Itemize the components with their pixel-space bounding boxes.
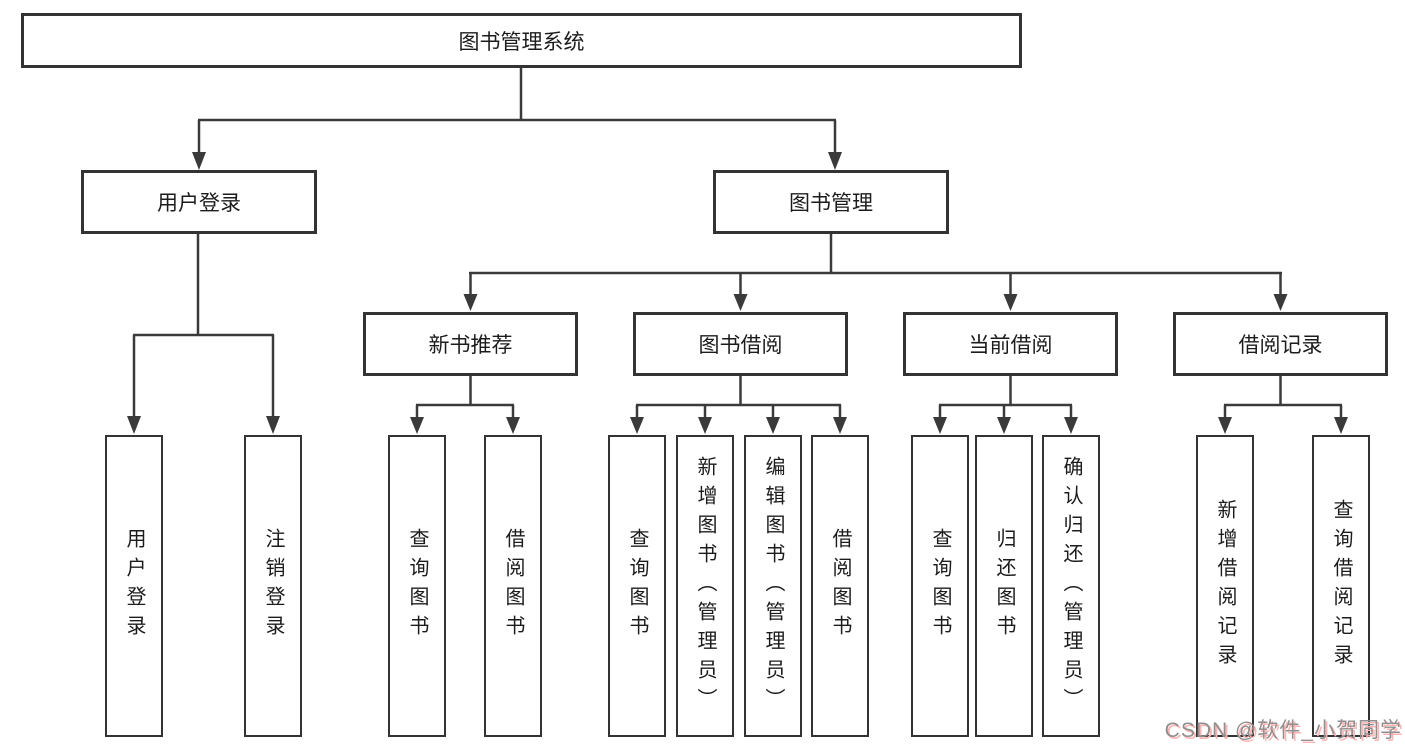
leaf-query-books-current-label: 查询图书 [929,528,951,644]
arrowhead-icon [1273,294,1288,311]
leaf-confirm-return-admin: 确认归还（管理员） [1042,435,1100,737]
leaf-return-books-label: 归还图书 [993,528,1015,644]
connector-root [197,68,837,153]
leaf-query-borrow-record: 查询借阅记录 [1312,435,1370,737]
arrowhead-icon [127,416,141,434]
leaf-add-borrow-record-label: 新增借阅记录 [1214,499,1236,673]
arrowhead-icon [1003,294,1018,311]
leaf-query-books-current: 查询图书 [911,435,969,737]
arrowhead-icon [833,417,847,434]
node-current-borrow-label: 当前借阅 [968,334,1053,357]
leaf-edit-books-admin: 编辑图书（管理员） [744,435,802,737]
arrowhead-icon [1334,417,1348,434]
connector-book-management [469,234,1282,295]
leaf-add-borrow-record: 新增借阅记录 [1196,435,1254,737]
arrowhead-icon [997,417,1011,434]
node-user-login: 用户登录 [81,170,317,234]
node-library-system-label: 图书管理系统 [458,30,585,54]
leaf-add-books-admin: 新增图书（管理员） [676,435,734,737]
connector-new-book [415,376,515,418]
leaf-logout-label: 注销登录 [262,528,284,644]
leaf-confirm-return-admin-label: 确认归还（管理员） [1060,455,1082,717]
leaf-edit-books-admin-label: 编辑图书（管理员） [762,455,784,717]
arrowhead-icon [766,417,780,434]
arrowhead-icon [698,417,712,434]
connector-user-login [132,234,275,417]
node-book-borrow-label: 图书借阅 [698,334,783,357]
arrowhead-icon [463,294,478,311]
leaf-user-login-label: 用户登录 [123,528,145,644]
node-borrow-records: 借阅记录 [1173,312,1388,376]
node-new-book-recommend-label: 新书推荐 [428,334,513,357]
node-book-management: 图书管理 [713,170,949,234]
leaf-borrow-books-recommend-label: 借阅图书 [502,528,524,644]
leaf-add-books-admin-label: 新增图书（管理员） [694,455,716,717]
leaf-borrow-books-label: 借阅图书 [829,528,851,644]
node-book-management-label: 图书管理 [789,192,873,215]
leaf-logout: 注销登录 [244,435,302,737]
connector-book-borrow [635,376,842,418]
node-current-borrow: 当前借阅 [903,312,1118,376]
arrowhead-icon [506,417,520,434]
leaf-query-books-borrow: 查询图书 [608,435,666,737]
leaf-borrow-books-recommend: 借阅图书 [484,435,542,737]
leaf-return-books: 归还图书 [975,435,1033,737]
leaf-user-login: 用户登录 [105,435,163,737]
node-borrow-records-label: 借阅记录 [1238,334,1323,357]
arrowhead-icon [266,416,280,434]
csdn-watermark: CSDN @软件_小贺同学 [1164,719,1402,742]
arrowhead-icon [828,152,842,170]
leaf-query-books-recommend: 查询图书 [388,435,446,737]
arrowhead-icon [1218,417,1232,434]
node-library-system: 图书管理系统 [21,13,1022,68]
leaf-query-books-borrow-label: 查询图书 [626,528,648,644]
node-book-borrow: 图书借阅 [633,312,848,376]
arrowhead-icon [192,152,206,170]
connector-borrow-records [1223,376,1343,418]
arrowhead-icon [733,294,748,311]
arrowhead-icon [630,417,644,434]
leaf-borrow-books: 借阅图书 [811,435,869,737]
arrowhead-icon [410,417,424,434]
node-user-login-label: 用户登录 [157,192,241,215]
leaf-query-books-recommend-label: 查询图书 [406,528,428,644]
node-new-book-recommend: 新书推荐 [363,312,578,376]
arrowhead-icon [1064,417,1078,434]
connector-current-borrow [938,376,1073,418]
arrowhead-icon [933,417,947,434]
leaf-query-borrow-record-label: 查询借阅记录 [1330,499,1352,673]
